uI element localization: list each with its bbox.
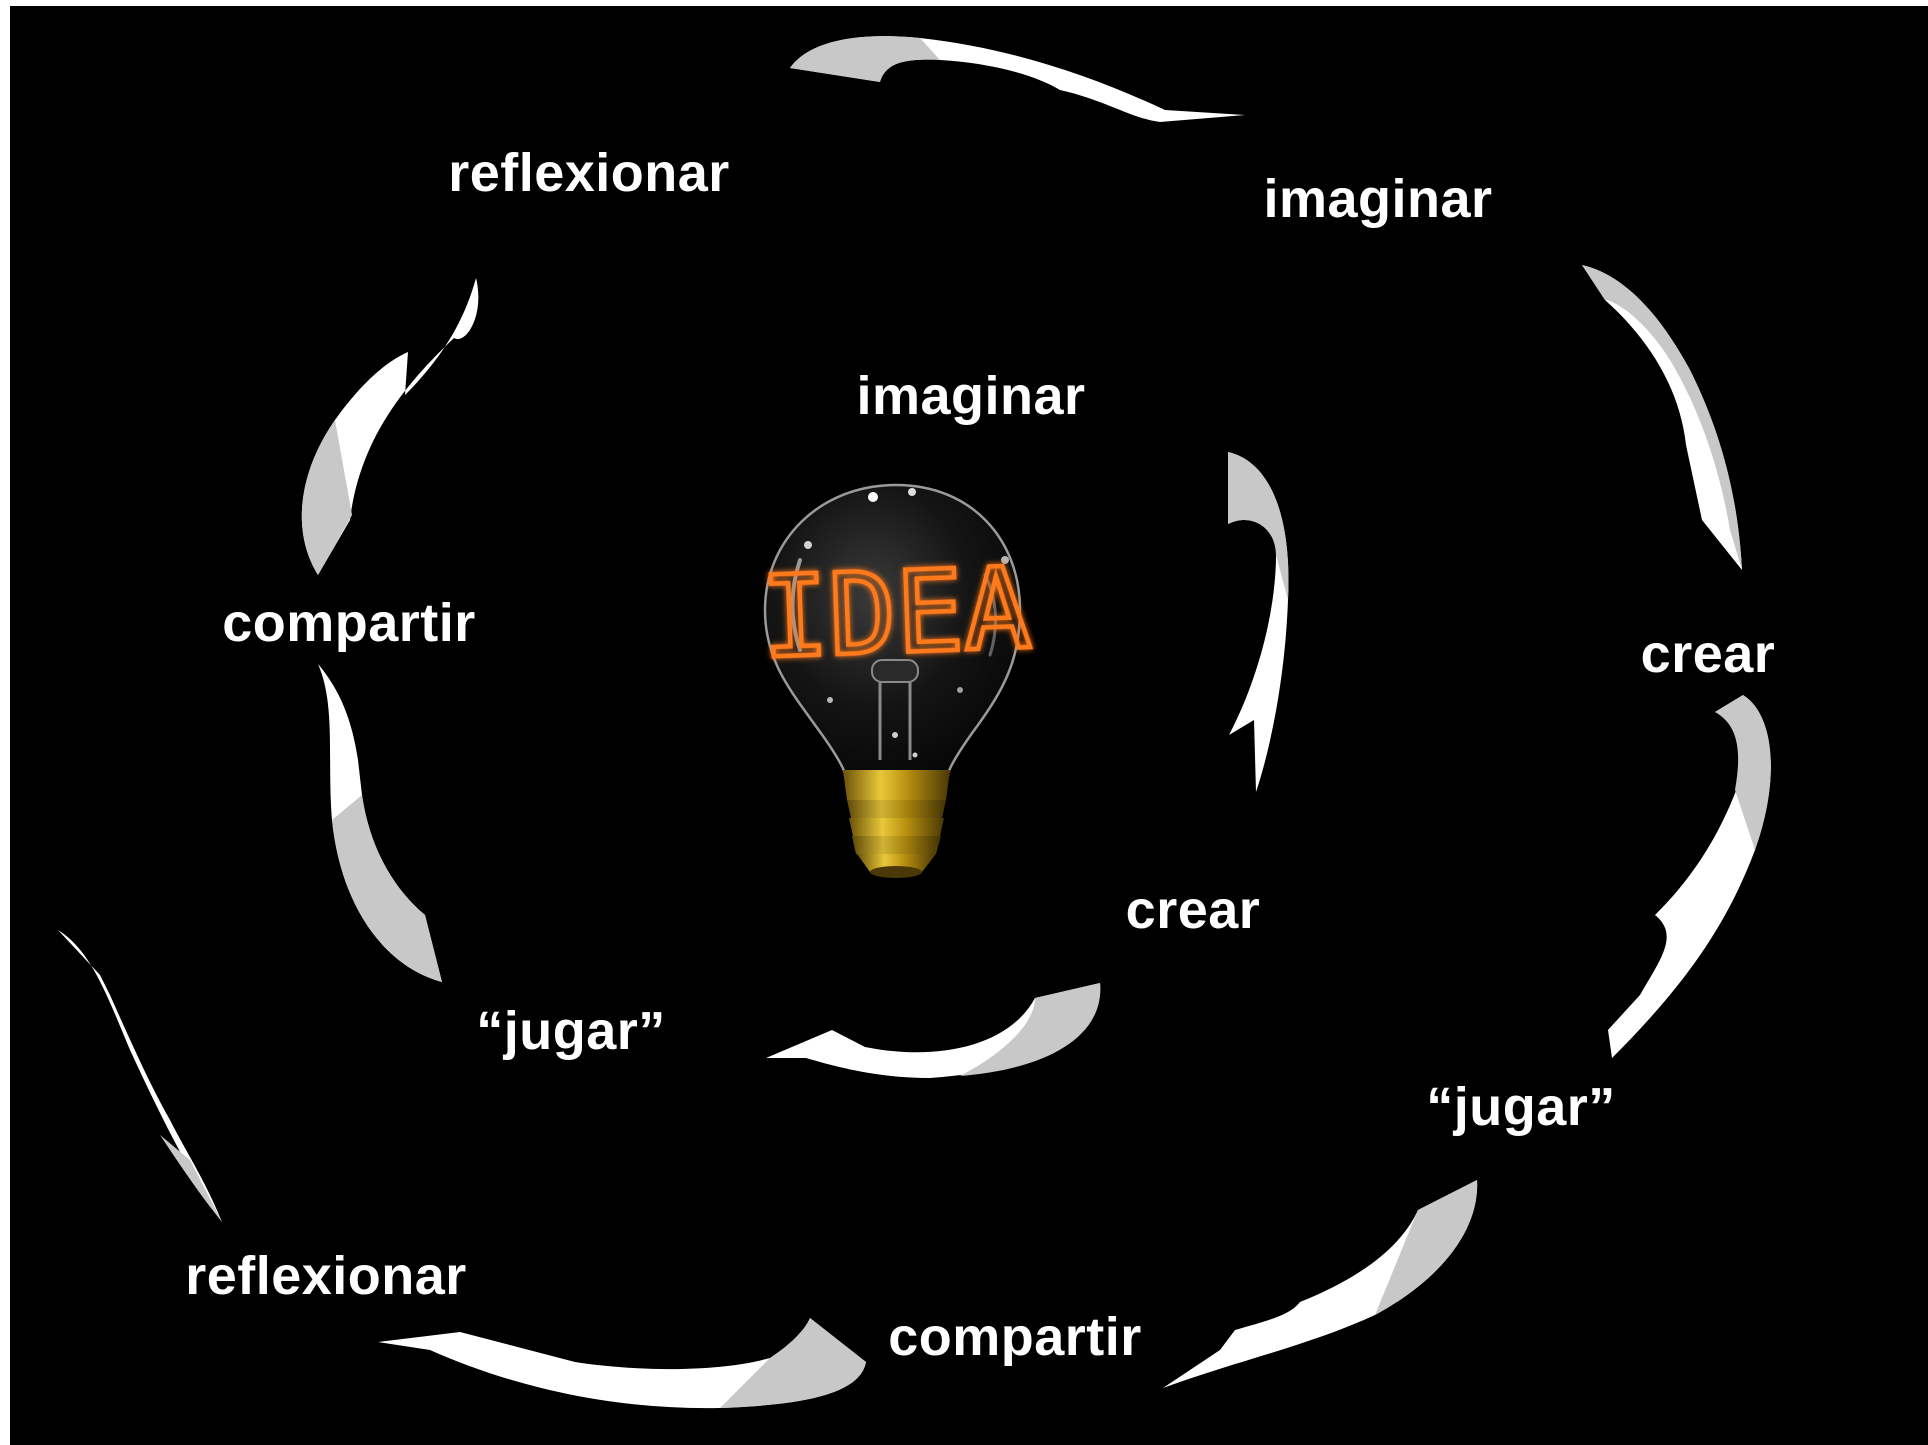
outer-label-jugar: “jugar” bbox=[1426, 1077, 1616, 1137]
inner-arrow-crear-to-jugar bbox=[766, 983, 1101, 1078]
outer-arrow-compartir-to-reflexionar bbox=[378, 1318, 866, 1409]
inner-label-crear: crear bbox=[1125, 880, 1261, 940]
bulb-idea-text: IDEA bbox=[759, 544, 1033, 683]
outer-label-reflexionar: reflexionar bbox=[185, 1246, 467, 1306]
inner-arrow-compartir-to-reflexionar bbox=[301, 278, 479, 575]
outer-arrow-crear-to-jugar bbox=[1608, 695, 1771, 1058]
inner-label-reflexionar: reflexionar bbox=[448, 143, 730, 203]
outer-arrow-reflexionar-to-imaginar bbox=[790, 36, 1245, 122]
inner-label-compartir: compartir bbox=[222, 593, 476, 653]
inner-arrow-jugar-to-compartir bbox=[318, 664, 442, 982]
outer-label-compartir: compartir bbox=[888, 1307, 1142, 1367]
inner-label-jugar: “jugar” bbox=[476, 1001, 666, 1061]
light-bulb-icon: IDEA bbox=[757, 483, 1035, 878]
inner-arrow-imaginar-to-crear bbox=[1228, 452, 1289, 792]
bulb-glass-highlight bbox=[790, 558, 802, 652]
bulb-base bbox=[843, 770, 950, 878]
outer-arrow-imaginar-to-crear bbox=[1582, 265, 1742, 570]
outer-label-imaginar: imaginar bbox=[1263, 169, 1493, 229]
outer-arrow-jugar-to-compartir bbox=[1163, 1180, 1478, 1388]
inner-label-imaginar: imaginar bbox=[856, 366, 1086, 426]
outer-arrow-reflexionar-to-compartir bbox=[58, 930, 222, 1222]
outer-label-crear: crear bbox=[1640, 624, 1776, 684]
